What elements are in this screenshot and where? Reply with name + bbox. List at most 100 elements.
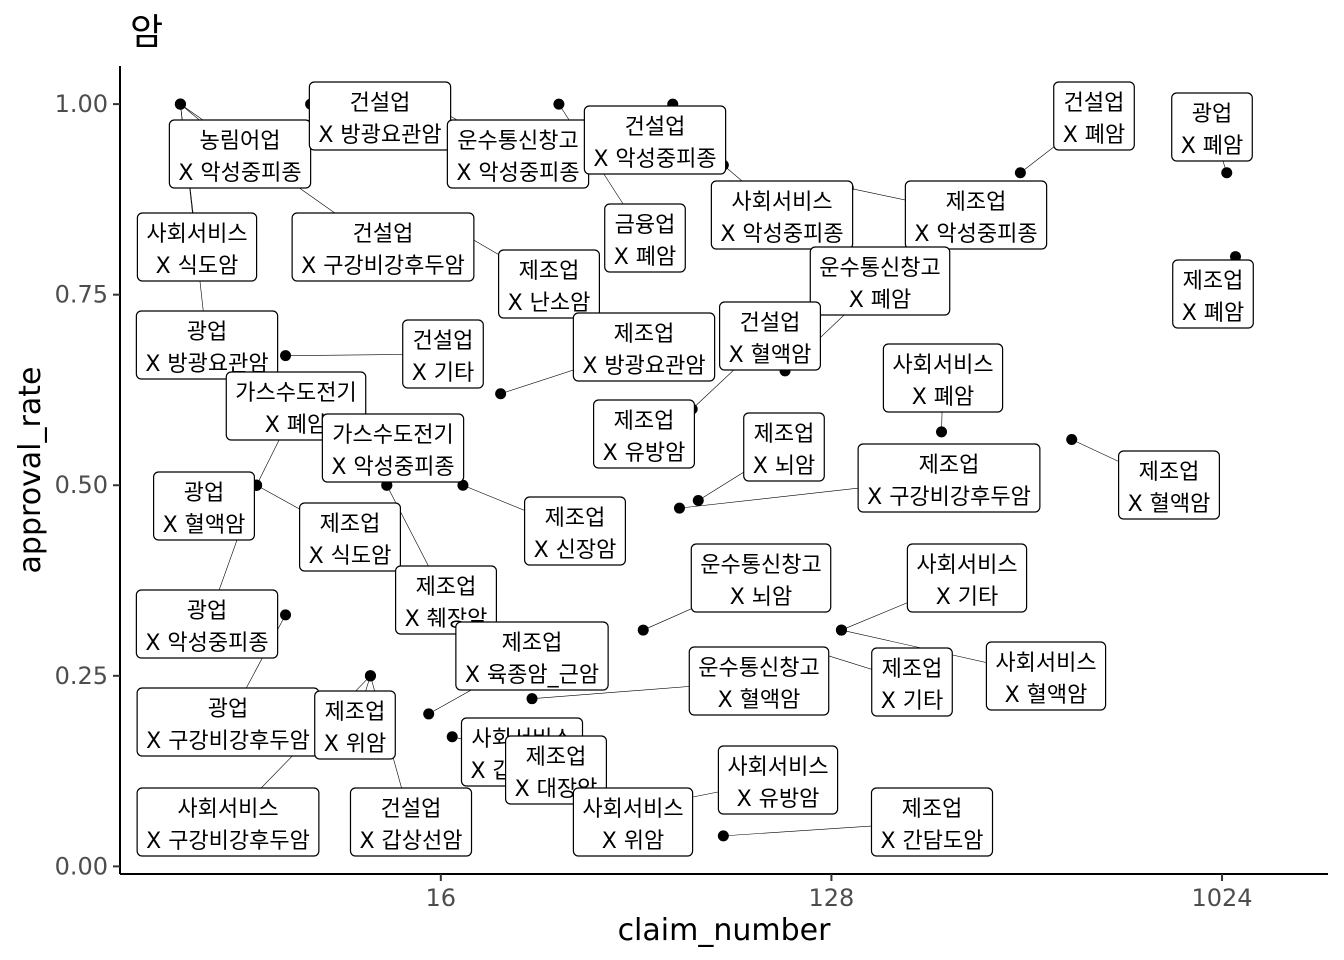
data-label-line: 광업 [187,599,227,624]
data-point [280,350,292,362]
data-label-box [308,81,452,151]
data-label: 광업 X 악성중피종 [135,589,279,659]
data-label-line: X 기타 [412,361,475,386]
data-label-line: X 구강비강후두암 [301,254,465,279]
data-label-line: X 폐암 [912,385,975,410]
data-label-line: X 악성중피종 [145,631,268,656]
data-label: 제조업 X 신장암 [524,496,626,566]
data-label-line: X 폐암 [1181,134,1244,159]
data-label-line: 농림어업 [200,129,281,154]
data-label-line: 제조업 [526,745,587,770]
data-label-line: X 유방암 [603,441,686,466]
data-label-line: X 방광요관암 [582,354,705,379]
data-label-line: 제조업 [1183,269,1244,294]
y-axis-title: approval_rate [13,367,48,574]
data-label-line: 건설업 [1064,91,1125,116]
data-label-box [904,180,1048,250]
data-label-box [985,641,1107,711]
data-point [673,502,685,514]
x-axis-title: claim_number [618,913,832,948]
data-point [364,670,376,682]
data-label-box [1171,92,1253,162]
data-label-line: X 기타 [881,689,944,714]
x-tick-label: 1024 [1192,884,1253,912]
data-label-line: X 신장암 [534,538,617,563]
data-label-box [906,543,1028,613]
data-label-line: 광업 [187,320,227,345]
data-label-line: 제조업 [919,453,980,478]
data-label-box [349,787,473,857]
data-label-box [743,412,825,482]
data-point [423,708,435,720]
data-label-box [321,413,465,483]
data-label-line: 건설업 [413,329,474,354]
y-tick-label: 1.00 [55,90,108,118]
x-tick-label: 16 [426,884,457,912]
data-label-box [291,212,475,282]
data-label-line: 제조업 [902,797,963,822]
y-tick-label: 0.75 [55,281,108,309]
data-label-line: 건설업 [381,797,442,822]
data-label-line: X 폐암 [1182,301,1245,326]
data-label-line: 건설업 [740,311,801,336]
data-label-line: 사회서비스 [177,797,278,822]
data-label-box [153,471,255,541]
data-label-box [719,301,821,371]
data-label-box [135,589,279,659]
data-label-line: 운수통신창고 [698,656,819,681]
data-label-line: X 갑상선암 [359,829,462,854]
data-label: 건설업 X 폐암 [1053,81,1135,151]
data-label-box [717,745,839,815]
data-label-line: X 폐암 [1063,123,1126,148]
data-label-line: X 뇌암 [753,454,816,479]
data-label-box [1172,259,1254,329]
data-label-box [809,246,951,316]
data-label-box [498,249,600,319]
data-label-line: 제조업 [545,506,606,531]
data-label-box [688,646,830,716]
data-label-line: 제조업 [502,631,563,656]
data-label-line: X 혈액암 [729,343,812,368]
data-label-box [870,787,994,857]
data-label-line: 제조업 [416,575,477,600]
data-point [526,693,538,705]
data-label: 건설업 X 혈액암 [719,301,821,371]
x-tick-label: 128 [809,884,855,912]
data-label-box [395,565,497,635]
data-label-box [593,399,695,469]
data-label: 제조업 X 폐암 [1172,259,1254,329]
data-label-line: 제조업 [614,322,675,347]
data-label-line: 제조업 [320,512,381,537]
data-point [637,624,649,636]
data-label-line: X 혈액암 [718,688,801,713]
data-label-box [136,787,320,857]
data-label: 광업X 구강비강후두암 [136,687,320,757]
data-label-line: 건설업 [625,115,686,140]
data-label-box [524,496,626,566]
data-label-line: X 뇌암 [730,585,793,610]
data-label-box [604,203,686,273]
data-label-line: X 혈액암 [163,513,246,538]
data-label: 광업X 방광요관암 [135,310,279,380]
data-label-line: X 악성중피종 [720,222,843,247]
data-label-line: 제조업 [325,700,386,725]
data-label-line: X 식도암 [156,254,239,279]
data-label: 제조업 X 방광요관암 [572,312,716,382]
data-label: 건설업 X 기타 [402,319,484,389]
